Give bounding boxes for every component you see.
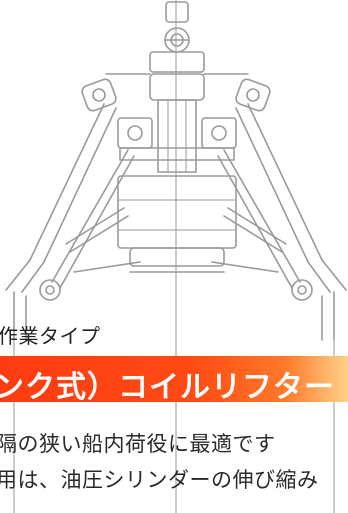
work-type-caption: 作業タイプ <box>0 324 101 348</box>
right-pivot-icon <box>235 78 271 112</box>
product-name-text: ンク式）コイルリフター <box>0 370 335 402</box>
hook-icon <box>164 1 190 53</box>
left-pivot-icon <box>81 78 117 112</box>
product-name-banner: ンク式）コイルリフター <box>0 356 348 402</box>
right-foot-icon <box>291 279 335 341</box>
left-foot-icon <box>13 279 61 341</box>
description-line-1: 隔の狭い船内荷役に最適です <box>0 432 276 456</box>
description-line-2: 用は、油圧シリンダーの伸び縮み <box>0 468 319 492</box>
